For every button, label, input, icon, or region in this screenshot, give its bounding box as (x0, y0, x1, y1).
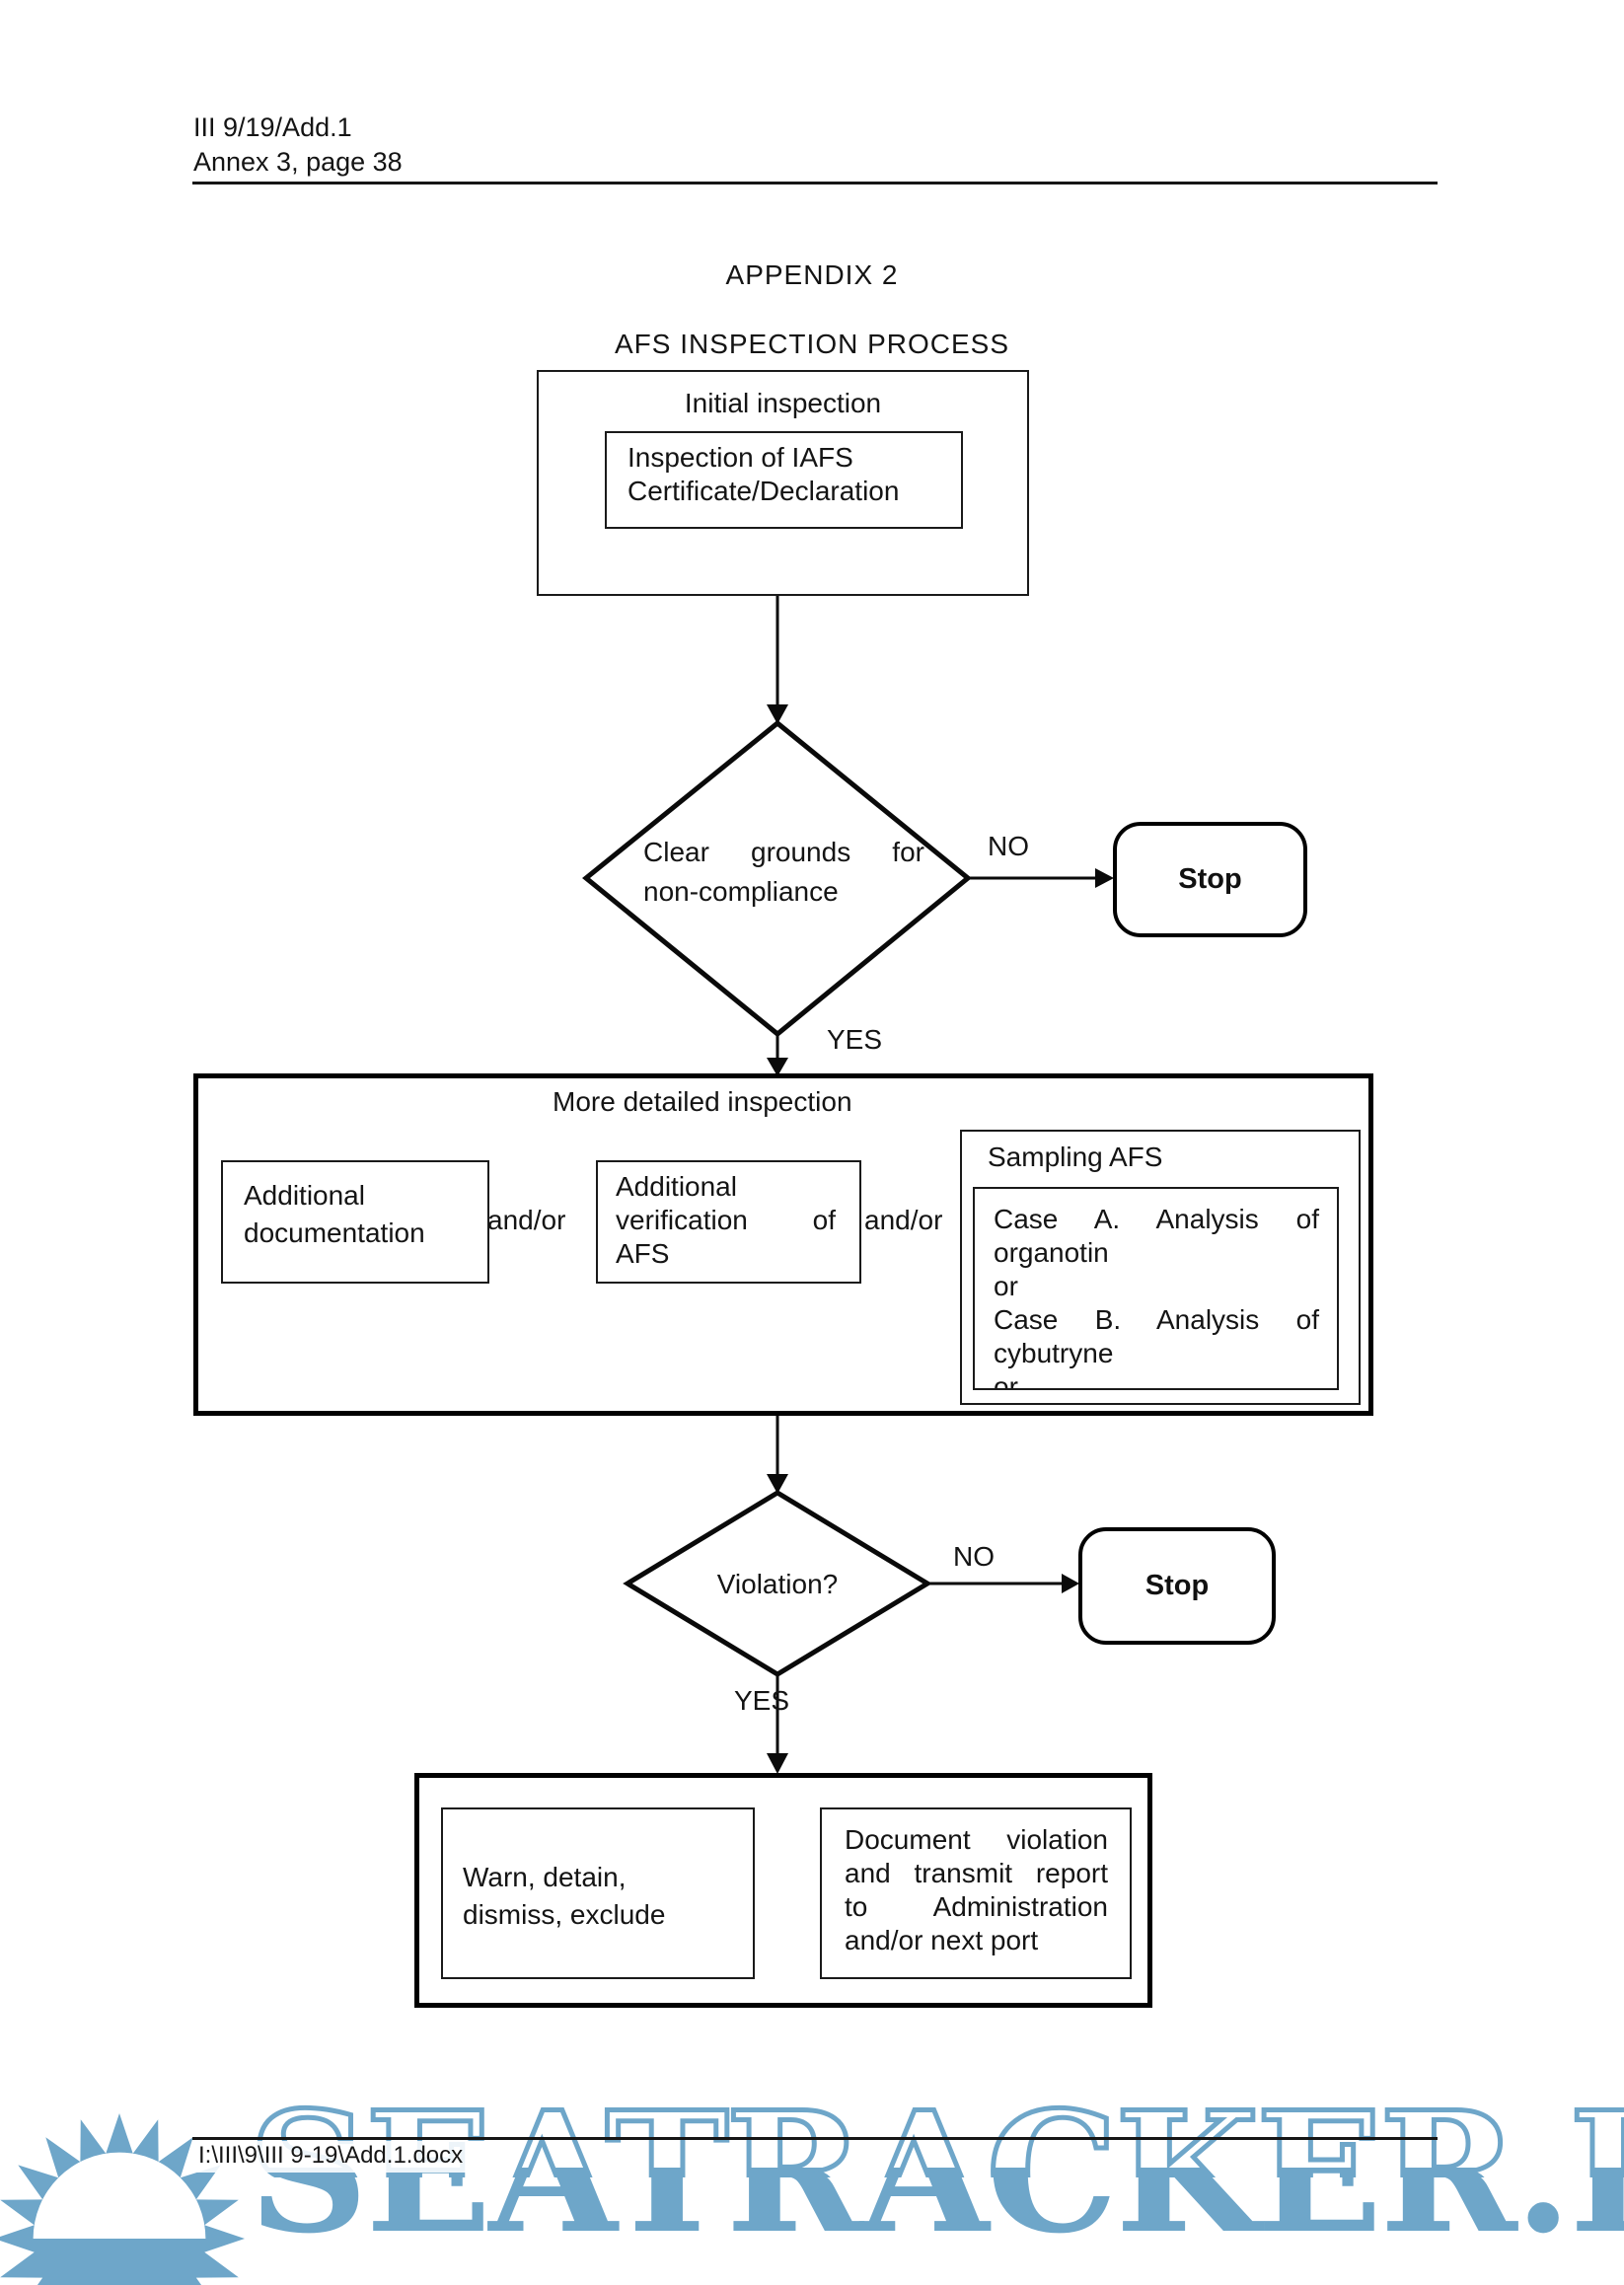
case-line-6-clipped: or (994, 1371, 1018, 1390)
warn-line-1: Warn, detain, (463, 1862, 627, 1892)
warn-line-2: dismiss, exclude (463, 1899, 666, 1930)
footer-file-path: I:\III\9\III 9-19\Add.1.docx (194, 2141, 472, 2173)
watermark-text: SEATRACKER.RU SEATRACKER.RU (249, 2084, 1624, 2271)
process-title: AFS INSPECTION PROCESS (614, 329, 1010, 359)
arrowhead-right-2 (1062, 1574, 1079, 1593)
decision1-diamond (582, 719, 972, 1038)
ver-line-2: verification of (616, 1205, 836, 1235)
case-line-3: or (994, 1271, 1018, 1301)
report-line-3: to Administration (845, 1891, 1108, 1922)
sampling-cases-box: Case A. Analysis of organotin or Case B.… (973, 1187, 1339, 1390)
andor-label-1: and/or (487, 1205, 566, 1235)
decision2-diamond (623, 1490, 932, 1677)
arrowhead-down-2 (767, 1058, 788, 1076)
decision1-line-2: non-compliance (643, 876, 839, 907)
case-line-5: cybutryne (994, 1338, 1114, 1368)
header-rule (192, 182, 1438, 184)
ver-line-3: AFS (616, 1238, 670, 1269)
stop-box-2: Stop (1078, 1527, 1276, 1645)
arrowhead-down-1 (767, 704, 788, 724)
watermark-text-outline: SEATRACKER.RU (249, 2075, 1624, 2270)
sampling-afs-label: Sampling AFS (988, 1142, 1163, 1172)
decision1-yes-label: YES (827, 1024, 883, 1055)
appendix-title: APPENDIX 2 (725, 259, 899, 290)
decision2-question: Violation? (716, 1569, 839, 1599)
iafs-certificate-box: Inspection of IAFS Certificate/Declarati… (605, 431, 963, 529)
decision1-text: Clear grounds for non-compliance (643, 833, 924, 912)
sun-logo-icon (0, 2113, 245, 2285)
footer-rule (192, 2137, 1438, 2140)
cert-line-2: Certificate/Declaration (627, 476, 900, 506)
case-line-4: Case B. Analysis of (994, 1304, 1319, 1335)
stop-box-1: Stop (1113, 822, 1307, 937)
arrowhead-down-3 (767, 1474, 788, 1494)
annex-page-reference: Annex 3, page 38 (193, 147, 403, 177)
decision1-line-1: Clear grounds for (643, 837, 924, 867)
stop2-label: Stop (1144, 1570, 1210, 1601)
report-line-1: Document violation (845, 1824, 1108, 1855)
case-line-2: organotin (994, 1237, 1109, 1268)
decision2-no-label: NO (953, 1541, 995, 1572)
additional-documentation-box: Additional documentation (221, 1160, 489, 1284)
stop1-label: Stop (1178, 863, 1242, 895)
decision2-yes-label: YES (734, 1685, 790, 1716)
ver-line-1: Additional (616, 1171, 737, 1202)
arrowhead-down-4 (767, 1753, 788, 1774)
document-violation-box: Document violation and transmit report t… (820, 1807, 1132, 1979)
additional-verification-box: Additional verification of AFS (596, 1160, 861, 1284)
report-line-4: and/or next port (845, 1925, 1039, 1955)
report-line-2: and transmit report (845, 1858, 1108, 1888)
doc-line-2: documentation (244, 1217, 425, 1248)
watermark-text-solid: SEATRACKER.RU (249, 2075, 1624, 2270)
doc-line-1: Additional (244, 1180, 365, 1211)
initial-inspection-label: Initial inspection (684, 388, 882, 418)
detailed-inspection-label: More detailed inspection (553, 1086, 852, 1117)
case-line-1: Case A. Analysis of (994, 1204, 1319, 1234)
warn-detain-box: Warn, detain, dismiss, exclude (441, 1807, 755, 1979)
decision1-no-label: NO (988, 831, 1029, 861)
andor-label-2: and/or (864, 1205, 943, 1235)
doc-reference: III 9/19/Add.1 (193, 112, 352, 142)
cert-line-1: Inspection of IAFS (627, 442, 853, 473)
arrowhead-right-1 (1095, 868, 1114, 888)
